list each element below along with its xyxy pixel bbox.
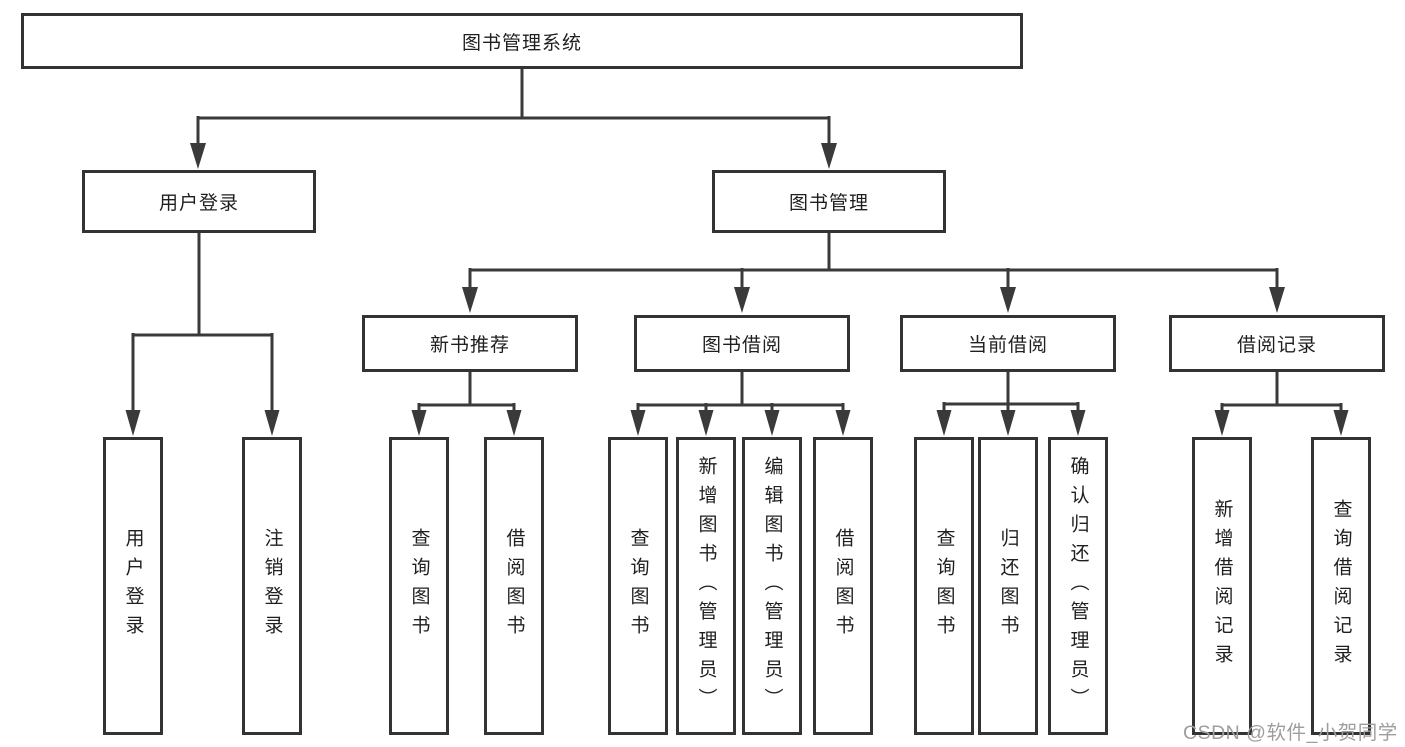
leaf-logout: 注销登录 [242,437,302,735]
connector-book-borrow-split [636,372,845,412]
arrowhead-icon [630,410,646,436]
leaf-add-borrow-record: 新增借阅记录 [1192,437,1252,735]
arrowhead-icon [821,143,837,169]
watermark-text: CSDN @软件_小贺同学 [1183,722,1398,744]
arrowhead-icon [698,410,714,436]
node-book-mgmt: 图书管理 [712,170,946,233]
node-book-borrow: 图书借阅 [634,315,850,372]
leaf-edit-book-admin: 编辑图书（管理员） [742,437,802,735]
leaf-query-books-borrow: 查询图书 [608,437,668,735]
arrowhead-icon [936,410,952,436]
connector-user-login-split [131,233,274,412]
leaf-user-login: 用户登录 [103,437,163,735]
leaf-confirm-return-admin: 确认归还（管理员） [1048,437,1108,735]
node-borrow-records: 借阅记录 [1169,315,1385,372]
arrowhead-icon [264,410,280,436]
leaf-borrow-books: 借阅图书 [813,437,873,735]
node-root: 图书管理系统 [21,13,1023,69]
arrowhead-icon [1070,410,1086,436]
connector-book-mgmt-split [468,233,1279,289]
arrowhead-icon [462,287,478,313]
leaf-query-borrow-record: 查询借阅记录 [1311,437,1371,735]
connector-root-split [196,69,831,146]
arrowhead-icon [764,410,780,436]
arrowhead-icon [1000,287,1016,313]
connector-current-borrow-split [942,372,1080,412]
leaf-query-books-recommend: 查询图书 [389,437,449,735]
leaf-add-book-admin: 新增图书（管理员） [676,437,736,735]
leaf-return-books: 归还图书 [978,437,1038,735]
node-new-book-recommend: 新书推荐 [362,315,578,372]
arrowhead-icon [1269,287,1285,313]
arrowhead-icon [1333,410,1349,436]
arrowheads [125,143,1349,436]
arrowhead-icon [734,287,750,313]
connector-records-split [1220,372,1343,412]
arrowhead-icon [125,410,141,436]
leaf-borrow-books-recommend: 借阅图书 [484,437,544,735]
arrowhead-icon [506,410,522,436]
node-user-login: 用户登录 [82,170,316,233]
arrowhead-icon [1214,410,1230,436]
node-current-borrow: 当前借阅 [900,315,1116,372]
leaf-query-books-current: 查询图书 [914,437,974,735]
arrowhead-icon [411,410,427,436]
arrowhead-icon [835,410,851,436]
connector-new-book-split [417,372,516,412]
arrowhead-icon [1000,410,1016,436]
arrowhead-icon [190,143,206,169]
